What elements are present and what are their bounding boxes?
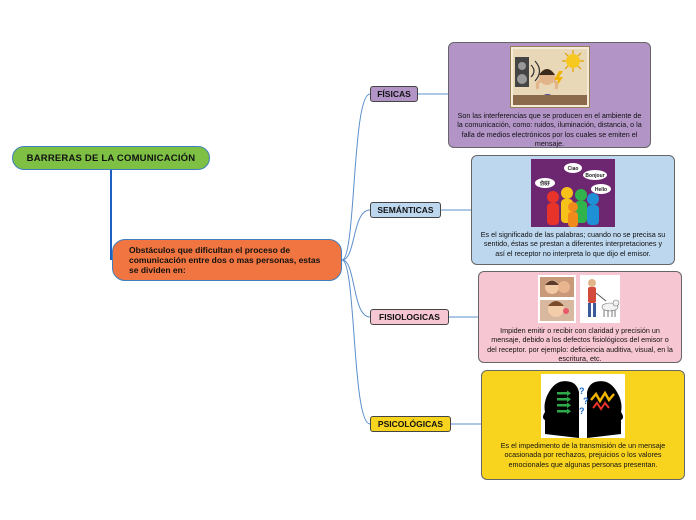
branch-label: SEMÁNTICAS [377,205,434,215]
bubble-text-ciao: Ciao [568,166,579,172]
card-psicologicas[interactable]: ??? Es el impedimento de la transmisión … [481,370,685,480]
languages-illustration: Ciao Bonjour 你好 Hello [531,159,615,227]
bubble-text-nihao: 你好 [539,180,550,187]
svg-text:?: ? [579,406,585,416]
branch-label: FÍSICAS [377,89,411,99]
card-description: Impiden emitir o recibir con claridad y … [487,326,673,364]
branch-label: PSICOLÓGICAS [377,419,444,429]
hub-to-semanticas-line [341,209,371,261]
question-marks-icon: ??? [579,386,589,416]
head-silhouette-left [543,381,579,438]
hub-to-psicologicas-line [341,259,371,425]
card-description: Es el impedimento de la transmisión de u… [500,441,666,469]
svg-text:?: ? [579,386,585,396]
card-fisiologicas[interactable]: Impiden emitir o recibir con claridad y … [478,271,682,363]
card-description: Son las interferencias que se producen e… [457,111,642,149]
hub-to-fisiologicas-line [341,259,371,318]
blind-person-dog-icon [580,275,620,323]
branch-semanticas[interactable]: SEMÁNTICAS [370,202,441,218]
bubble-text-bonjour: Bonjour [585,173,604,179]
bubble-nihao [535,178,555,188]
card-semanticas[interactable]: Ciao Bonjour 你好 Hello Es el significado … [471,155,675,265]
bubble-bonjour [583,170,607,180]
hub-to-fisicas-line [341,93,371,261]
branch-fisiologicas[interactable]: FISIOLOGICAS [370,309,449,325]
sun-icon [565,54,580,68]
zigzag-icon [590,390,615,404]
physiological-illustration [538,275,622,323]
hub-label: Obstáculos que dificultan el proceso de … [129,245,321,275]
card-fisicas[interactable]: Son las interferencias que se producen e… [448,42,651,148]
people-group-icon [547,187,599,227]
svg-text:?: ? [583,396,589,406]
bubble-hello [591,184,611,194]
root-label: BARRERAS DE LA COMUNICACIÓN [26,152,196,164]
bubble-ciao [564,163,582,173]
bubble-text-hello: Hello [595,187,607,193]
noise-illustration [509,46,590,108]
child-ear-photo-icon [538,275,576,323]
lightning-icon [553,71,563,89]
psychological-illustration: ??? [541,374,625,438]
branch-label: FISIOLOGICAS [379,312,440,322]
branch-fisicas[interactable]: FÍSICAS [370,86,418,102]
branch-psicologicas[interactable]: PSICOLÓGICAS [370,416,451,432]
hub-node[interactable]: Obstáculos que dificultan el proceso de … [112,239,342,281]
root-node[interactable]: BARRERAS DE LA COMUNICACIÓN [12,146,210,170]
arrows-icon [557,390,571,415]
card-description: Es el significado de las palabras; cuand… [480,230,666,258]
speech-bubbles: Ciao Bonjour 你好 Hello [535,163,611,194]
